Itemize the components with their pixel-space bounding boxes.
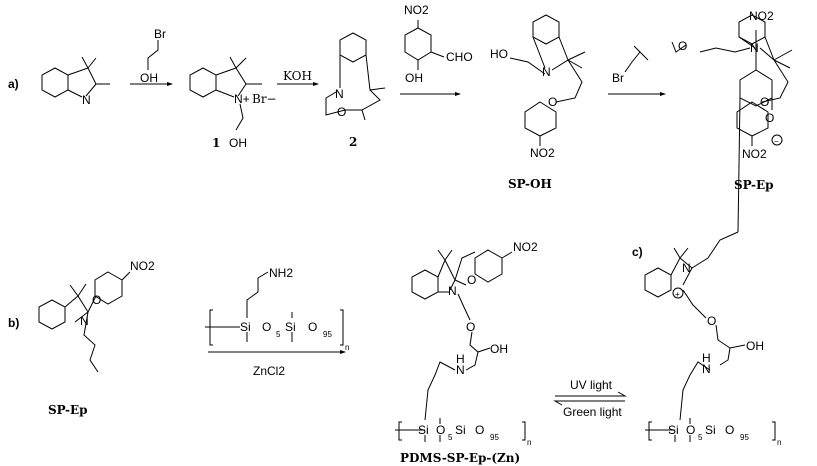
- n-atom: N: [335, 87, 344, 101]
- br-label: Br: [154, 27, 166, 41]
- no2-label: NO2: [742, 147, 767, 161]
- subscript-n: n: [777, 438, 781, 447]
- compound-label-sp-ep: SP-Ep: [48, 403, 88, 417]
- o-label: O: [725, 423, 734, 437]
- equilibrium-arrows: UV light Green light: [553, 378, 627, 419]
- compound-sp-ep: O N O NO2 SP-Ep: [671, 14, 793, 192]
- si-label: Si: [455, 423, 466, 437]
- n-atom: N: [702, 362, 711, 376]
- trimethylindolenine: N: [41, 56, 110, 107]
- compound-1: N+ Br− 1 OH: [189, 56, 277, 150]
- o-atom: O: [548, 95, 557, 109]
- no2-label: NO2: [513, 240, 538, 254]
- n-atom: N: [82, 93, 91, 107]
- subscript-95: 95: [323, 330, 332, 339]
- koh-label: KOH: [283, 69, 312, 83]
- oh-label: OH: [229, 136, 247, 150]
- o-atom: O: [467, 273, 476, 287]
- o-minus-label: O: [765, 111, 774, 125]
- compound-pdms-sp-ep: N O NO2 O OH H N Si O 5 Si O 95 n PDMS-S…: [395, 240, 538, 465]
- plus-sign: +: [675, 290, 680, 299]
- o-label: O: [262, 320, 271, 334]
- subscript-95: 95: [740, 433, 749, 442]
- n-atom: N: [456, 363, 465, 377]
- negative-charge-icon: [771, 134, 783, 146]
- o-label: O: [475, 423, 484, 437]
- n-atom: N: [682, 261, 691, 275]
- nh2-label: NH2: [269, 266, 293, 280]
- o-atom: O: [707, 314, 716, 328]
- reagent-epibromohydrin: Br: [612, 45, 649, 85]
- bromide-label: Br−: [252, 92, 277, 106]
- br-label: Br: [612, 71, 624, 85]
- green-light-label: Green light: [563, 405, 622, 419]
- h-label: H: [456, 352, 465, 366]
- o-label: O: [686, 423, 695, 437]
- o-atom: O: [466, 320, 475, 334]
- oh-label: OH: [405, 71, 423, 85]
- n-atom: N: [80, 314, 89, 328]
- subscript-5: 5: [698, 433, 703, 442]
- reagent-nitrosalicylaldehyde: NO2 OH CHO: [404, 3, 473, 85]
- sp-ep-reactant: N O NO2 SP-Ep: [38, 259, 155, 417]
- zncl2-label: ZnCl2: [253, 364, 285, 378]
- positive-charge-icon: [672, 287, 684, 299]
- reagent-amino-pdms: NH2 Si O 5 Si O 95 n: [205, 266, 349, 352]
- compound-label-sp-ep: SP-Ep: [734, 178, 774, 192]
- o-atom: O: [92, 293, 101, 307]
- n-atom: N: [542, 65, 551, 79]
- o-label: O: [436, 423, 445, 437]
- subscript-5: 5: [448, 433, 453, 442]
- si-label: Si: [240, 320, 251, 334]
- panel-label-c: c): [632, 245, 643, 259]
- n-plus-label: N+: [234, 92, 250, 106]
- panel-label-a: a): [8, 77, 19, 91]
- si-label: Si: [418, 423, 429, 437]
- minus-sign: −: [774, 137, 779, 146]
- no2-label: NO2: [749, 9, 774, 23]
- subscript-5: 5: [276, 330, 281, 339]
- compound-number-1: 1: [212, 136, 220, 150]
- h-label: H: [702, 351, 711, 365]
- merocyanine: NO2 O − N + O OH H N Si O 5 Si O 95 n: [644, 9, 783, 447]
- si-label: Si: [705, 423, 716, 437]
- compound-sp-oh: HO N O NO2 SP-OH: [490, 14, 586, 191]
- n-atom: N: [750, 41, 759, 55]
- o-atom: O: [337, 105, 346, 119]
- no2-label: NO2: [530, 146, 555, 160]
- oh-label: OH: [490, 342, 508, 356]
- oh-label: OH: [140, 71, 158, 85]
- compound-label-sp-oh: SP-OH: [508, 177, 552, 191]
- subscript-n: n: [527, 438, 531, 447]
- no2-label: NO2: [130, 259, 155, 273]
- o-atom: O: [678, 39, 687, 53]
- ho-label: HO: [490, 47, 508, 61]
- reagent-bromoethanol: Br OH: [140, 27, 166, 85]
- oh-label: OH: [746, 339, 764, 353]
- si-label: Si: [285, 320, 296, 334]
- uv-light-label: UV light: [570, 378, 613, 392]
- si-label: Si: [668, 423, 679, 437]
- n-atom: N: [448, 284, 457, 298]
- panel-label-b: b): [8, 316, 19, 330]
- no2-label: NO2: [404, 3, 429, 17]
- cho-label: CHO: [446, 50, 473, 64]
- o-label: O: [308, 320, 317, 334]
- compound-number-2: 2: [349, 135, 357, 149]
- compound-label-pdms-sp-ep-zn: PDMS-SP-Ep-(Zn): [400, 451, 520, 465]
- subscript-n: n: [345, 343, 349, 352]
- subscript-95: 95: [490, 433, 499, 442]
- compound-2: N O 2: [325, 32, 386, 149]
